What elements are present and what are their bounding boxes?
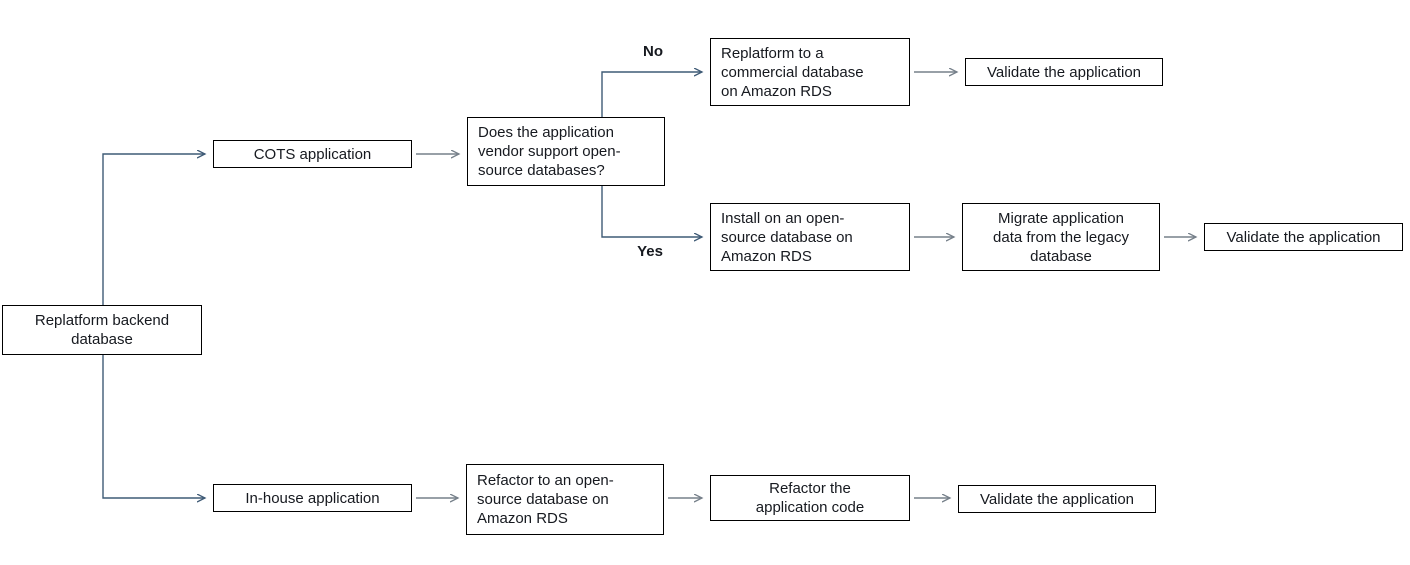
- node-replatform-backend-database: Replatform backend database: [2, 305, 202, 355]
- node-validate-application-mid: Validate the application: [1204, 223, 1403, 251]
- branch-label-yes: Yes: [637, 243, 663, 260]
- node-validate-application-bottom: Validate the application: [958, 485, 1156, 513]
- node-replatform-commercial-rds: Replatform to a commercial database on A…: [710, 38, 910, 106]
- node-refactor-opensource-rds: Refactor to an open- source database on …: [466, 464, 664, 535]
- node-migrate-application-data: Migrate application data from the legacy…: [962, 203, 1160, 271]
- node-refactor-application-code: Refactor the application code: [710, 475, 910, 521]
- node-inhouse-application: In-house application: [213, 484, 412, 512]
- edge-decision-no: [601, 72, 702, 117]
- node-install-opensource-rds: Install on an open- source database on A…: [710, 203, 910, 271]
- node-cots-application: COTS application: [213, 140, 412, 168]
- branch-label-no: No: [643, 43, 663, 60]
- node-validate-application-top: Validate the application: [965, 58, 1163, 86]
- edge-decision-yes: [601, 186, 702, 237]
- edge-root-to-inhouse: [102, 355, 205, 498]
- edge-root-to-cots: [102, 154, 205, 305]
- node-vendor-support-decision: Does the application vendor support open…: [467, 117, 665, 186]
